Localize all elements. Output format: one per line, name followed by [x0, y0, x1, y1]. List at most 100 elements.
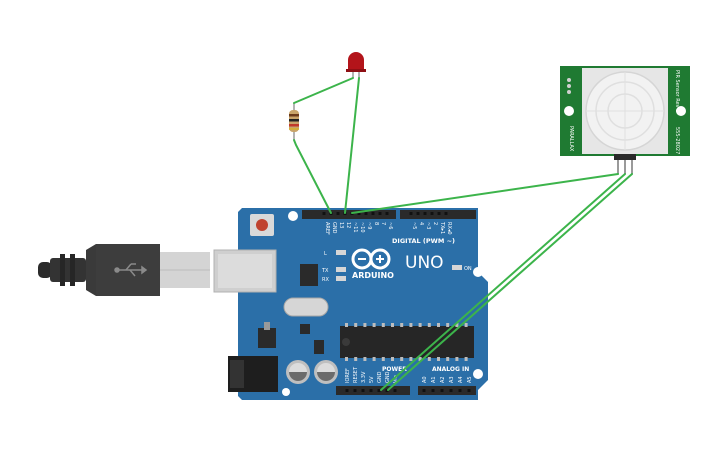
wire-gnd-to-pir-gnd[interactable]	[387, 173, 633, 391]
pir-label-title: PIR Sensor Rev B	[674, 70, 680, 113]
digital-pin-socket[interactable]	[364, 212, 368, 215]
digital-pin-socket[interactable]	[322, 212, 326, 215]
power-pin-label: GND	[385, 371, 391, 383]
wire-5v-to-pir-vcc[interactable]	[380, 173, 626, 391]
analog-pin-label: A5	[467, 376, 473, 383]
power-pin-socket[interactable]	[353, 389, 357, 392]
led-dome	[348, 52, 364, 71]
power-pin-socket[interactable]	[393, 389, 397, 392]
digital-pin-socket[interactable]	[385, 212, 389, 215]
analog-header	[418, 386, 476, 395]
digital-pin-socket[interactable]	[336, 212, 340, 215]
usb-cable[interactable]	[38, 244, 210, 296]
mounting-hole	[473, 267, 483, 277]
led-on	[452, 265, 462, 270]
pir-label-part: 555-28027	[674, 127, 680, 154]
pir-motion-sensor[interactable]: 555-28027 PARALLAX PIR Sensor Rev B	[560, 66, 690, 174]
power-pin-socket[interactable]	[361, 389, 365, 392]
digital-pin-label: TX▸1	[439, 221, 445, 234]
analog-pin-socket[interactable]	[449, 389, 453, 392]
analog-pin-socket[interactable]	[458, 389, 462, 392]
power-pin-socket[interactable]	[369, 389, 373, 392]
analog-pin-label: A4	[458, 376, 464, 383]
power-pin-socket[interactable]	[377, 389, 381, 392]
digital-pin-label: 13	[338, 222, 344, 228]
analog-pin-label: A0	[422, 376, 428, 383]
digital-header-label: DIGITAL (PWM ~)	[392, 237, 455, 245]
power-pin-label: GND	[377, 371, 383, 383]
chip-leg	[354, 357, 358, 361]
atmega328-chip	[340, 323, 474, 361]
status-led-group: L TX RX ON	[321, 250, 472, 283]
digital-pin-label: ~10	[359, 222, 365, 233]
wires	[293, 77, 633, 391]
pir-mount-hole	[676, 106, 686, 116]
wire-gnd-to-resistor[interactable]	[293, 139, 332, 214]
chip-leg	[455, 357, 459, 361]
wire-pin13-to-led[interactable]	[344, 77, 360, 214]
power-pin-label: IOREF	[345, 368, 351, 383]
chip-leg	[409, 323, 413, 327]
digital-pin-socket[interactable]	[423, 212, 427, 215]
mounting-hole	[473, 369, 483, 379]
digital-pin-label: 7	[380, 222, 386, 225]
chip-leg	[381, 323, 385, 327]
analog-pin-socket[interactable]	[431, 389, 435, 392]
digital-pin-socket[interactable]	[378, 212, 382, 215]
digital-pin-label: GND	[331, 222, 337, 234]
chip-leg	[455, 323, 459, 327]
digital-pin-socket[interactable]	[416, 212, 420, 215]
chip-leg	[391, 323, 394, 327]
digital-pin-socket[interactable]	[444, 212, 448, 215]
chip-leg	[437, 323, 440, 327]
analog-pin-socket[interactable]	[422, 389, 426, 392]
pir-pin-header	[614, 154, 636, 160]
chip-leg	[372, 323, 376, 327]
chip-leg	[418, 323, 422, 327]
digital-pin-label: ~5	[411, 222, 417, 229]
chip-leg	[381, 357, 385, 361]
resistor[interactable]	[289, 103, 299, 140]
digital-pin-socket[interactable]	[437, 212, 441, 215]
digital-pin-socket[interactable]	[371, 212, 375, 215]
power-header-label: POWER	[382, 366, 407, 373]
chip-leg	[446, 323, 450, 327]
capacitor	[286, 360, 310, 384]
digital-pin-socket[interactable]	[430, 212, 434, 215]
wire-pin12-to-pir-out[interactable]	[351, 173, 619, 214]
usb-cable-strain-relief	[50, 258, 86, 282]
red-led[interactable]	[346, 52, 366, 78]
chip-leg	[345, 357, 348, 361]
arduino-infinity-logo-icon	[351, 248, 391, 270]
capacitor	[314, 360, 338, 384]
chip-leg	[345, 323, 348, 327]
analog-pin-socket[interactable]	[440, 389, 444, 392]
chip-leg	[354, 323, 358, 327]
chip-leg	[400, 357, 404, 361]
chip-leg	[372, 357, 376, 361]
power-pin-label: Vin	[393, 375, 399, 383]
led-label-l: L	[324, 251, 327, 257]
digital-pin-socket[interactable]	[409, 212, 413, 215]
led-l	[336, 250, 346, 255]
chip-leg	[400, 323, 404, 327]
power-pin-socket[interactable]	[345, 389, 349, 392]
resistor-band	[289, 119, 299, 122]
wire-resistor-to-led[interactable]	[293, 77, 354, 104]
arduino-brand-text: ARDUINO	[352, 271, 394, 280]
digital-pin-label: ~6	[387, 222, 393, 229]
power-pin-label: 5V	[369, 376, 375, 383]
analog-pin-socket[interactable]	[467, 389, 471, 392]
usb-symbol-icon	[114, 263, 148, 277]
mounting-hole	[282, 388, 290, 396]
crystal-oscillator	[283, 297, 329, 317]
led-label-tx: TX	[321, 268, 329, 274]
arduino-model-text: UNO	[405, 253, 444, 273]
digital-header-left	[302, 210, 396, 219]
power-pin-socket[interactable]	[385, 389, 389, 392]
reset-button-cap[interactable]	[256, 219, 268, 231]
digital-pin-socket[interactable]	[357, 212, 361, 215]
